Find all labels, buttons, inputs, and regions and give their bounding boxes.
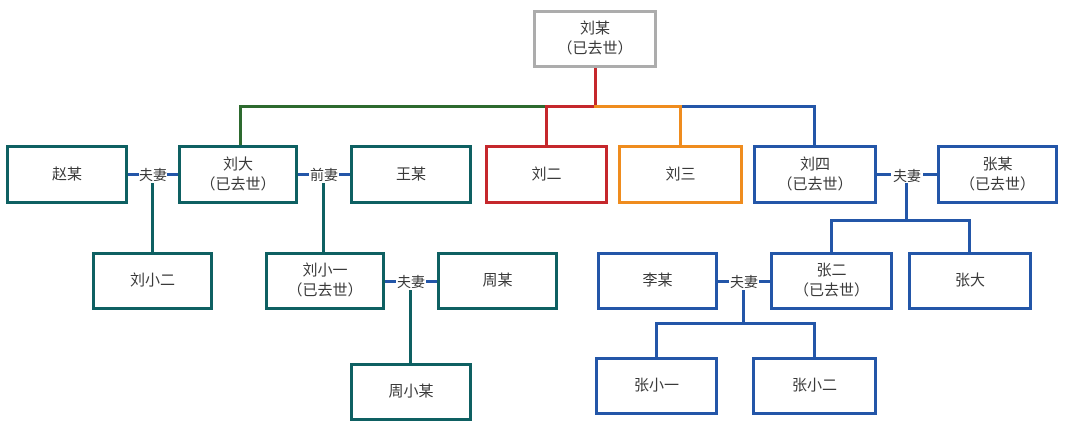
edge-couple-dash bbox=[167, 173, 178, 176]
person-name: 刘小一 bbox=[302, 262, 348, 279]
edge-drop-liu-san bbox=[679, 105, 682, 145]
tree-node-li-mou[interactable]: 李某 bbox=[597, 252, 718, 310]
tree-node-liu-san[interactable]: 刘三 bbox=[618, 145, 743, 204]
edge-stub-zhang-couple bbox=[905, 183, 908, 221]
person-name: 刘四 bbox=[799, 155, 830, 173]
edge-stub-zhou-xiao-mou bbox=[409, 290, 412, 363]
tree-node-liu-si[interactable]: 刘四 （已去世） bbox=[753, 145, 877, 204]
edge-rail-green bbox=[239, 105, 547, 108]
couple-label: 夫妻 bbox=[730, 274, 758, 290]
tree-node-zhang-mou[interactable]: 张某 （已去世） bbox=[937, 145, 1058, 204]
tree-node-liu-xiao-yi[interactable]: 刘小一 （已去世） bbox=[265, 252, 385, 310]
person-status: （已去世） bbox=[959, 175, 1035, 193]
couple-label: 夫妻 bbox=[397, 274, 425, 290]
edge-couple-dash bbox=[298, 173, 309, 176]
edge-bracket-zhang bbox=[830, 219, 971, 222]
tree-node-liu-da[interactable]: 刘大 （已去世） bbox=[178, 145, 298, 204]
tree-node-zhang-er[interactable]: 张二 （已去世） bbox=[770, 252, 893, 310]
person-name: 周某 bbox=[482, 272, 513, 289]
tree-node-zhou-mou[interactable]: 周某 bbox=[437, 252, 558, 310]
edge-drop-liu-si bbox=[813, 105, 816, 145]
person-status: （已去世） bbox=[287, 282, 363, 299]
person-name: 张大 bbox=[954, 272, 985, 289]
person-name: 刘二 bbox=[531, 165, 562, 183]
tree-node-zhao-mou[interactable]: 赵某 bbox=[6, 145, 128, 204]
tree-node-zhang-da[interactable]: 张大 bbox=[908, 252, 1032, 310]
person-name: 赵某 bbox=[51, 165, 82, 183]
edge-stub-liu-xiao-er bbox=[151, 183, 154, 252]
person-name: 刘小二 bbox=[129, 272, 175, 289]
person-name: 刘某 bbox=[579, 20, 610, 37]
person-name: 张二 bbox=[816, 262, 847, 279]
edge-drop-liu-da bbox=[239, 105, 242, 145]
edge-couple-dash bbox=[718, 280, 729, 283]
tree-node-liu-er[interactable]: 刘二 bbox=[485, 145, 608, 204]
person-name: 李某 bbox=[642, 272, 673, 289]
edge-couple-dash bbox=[759, 280, 770, 283]
edge-stub-liu-xiao-yi bbox=[322, 183, 325, 252]
edge-stub-li-zhang-couple bbox=[742, 290, 745, 322]
edge-couple-dash bbox=[426, 280, 437, 283]
tree-node-wang-mou[interactable]: 王某 bbox=[350, 145, 472, 204]
couple-label: 夫妻 bbox=[139, 167, 167, 183]
edge-rail-orange bbox=[594, 105, 681, 108]
person-name: 王某 bbox=[395, 165, 426, 183]
person-name: 刘三 bbox=[665, 165, 696, 183]
tree-node-liu-xiao-er[interactable]: 刘小二 bbox=[92, 252, 213, 310]
person-status: （已去世） bbox=[793, 282, 869, 299]
person-status: （已去世） bbox=[557, 40, 633, 57]
person-name: 张小一 bbox=[633, 377, 679, 394]
edge-couple-dash bbox=[128, 173, 139, 176]
person-name: 周小某 bbox=[388, 383, 434, 400]
person-name: 张小二 bbox=[791, 377, 837, 394]
tree-node-zhang-xiao-yi[interactable]: 张小一 bbox=[595, 357, 718, 415]
person-name: 张某 bbox=[982, 155, 1013, 173]
person-status: （已去世） bbox=[200, 175, 276, 193]
edge-rail-blue bbox=[679, 105, 816, 108]
edge-couple-dash bbox=[877, 173, 891, 176]
edge-drop-liu-er bbox=[545, 105, 548, 145]
edge-couple-dash bbox=[385, 280, 396, 283]
edge-couple-dash bbox=[339, 173, 350, 176]
edge-rail-red bbox=[545, 105, 596, 108]
person-status: （已去世） bbox=[777, 175, 853, 193]
couple-label: 前妻 bbox=[310, 167, 338, 183]
edge-bracket-li-zhang bbox=[655, 322, 816, 325]
edge-couple-dash bbox=[923, 173, 937, 176]
tree-node-liu-mou[interactable]: 刘某 （已去世） bbox=[533, 10, 657, 68]
couple-label: 夫妻 bbox=[893, 168, 921, 184]
edge-drop-zhang-xiao-yi bbox=[655, 322, 658, 357]
edge-drop-zhang-er bbox=[830, 219, 833, 252]
edge-drop-zhang-da bbox=[968, 219, 971, 252]
tree-node-zhang-xiao-er[interactable]: 张小二 bbox=[752, 357, 877, 415]
edge-root-drop bbox=[594, 68, 597, 107]
person-name: 刘大 bbox=[222, 155, 253, 173]
edge-drop-zhang-xiao-er bbox=[813, 322, 816, 357]
tree-node-zhou-xiao-mou[interactable]: 周小某 bbox=[350, 363, 472, 421]
